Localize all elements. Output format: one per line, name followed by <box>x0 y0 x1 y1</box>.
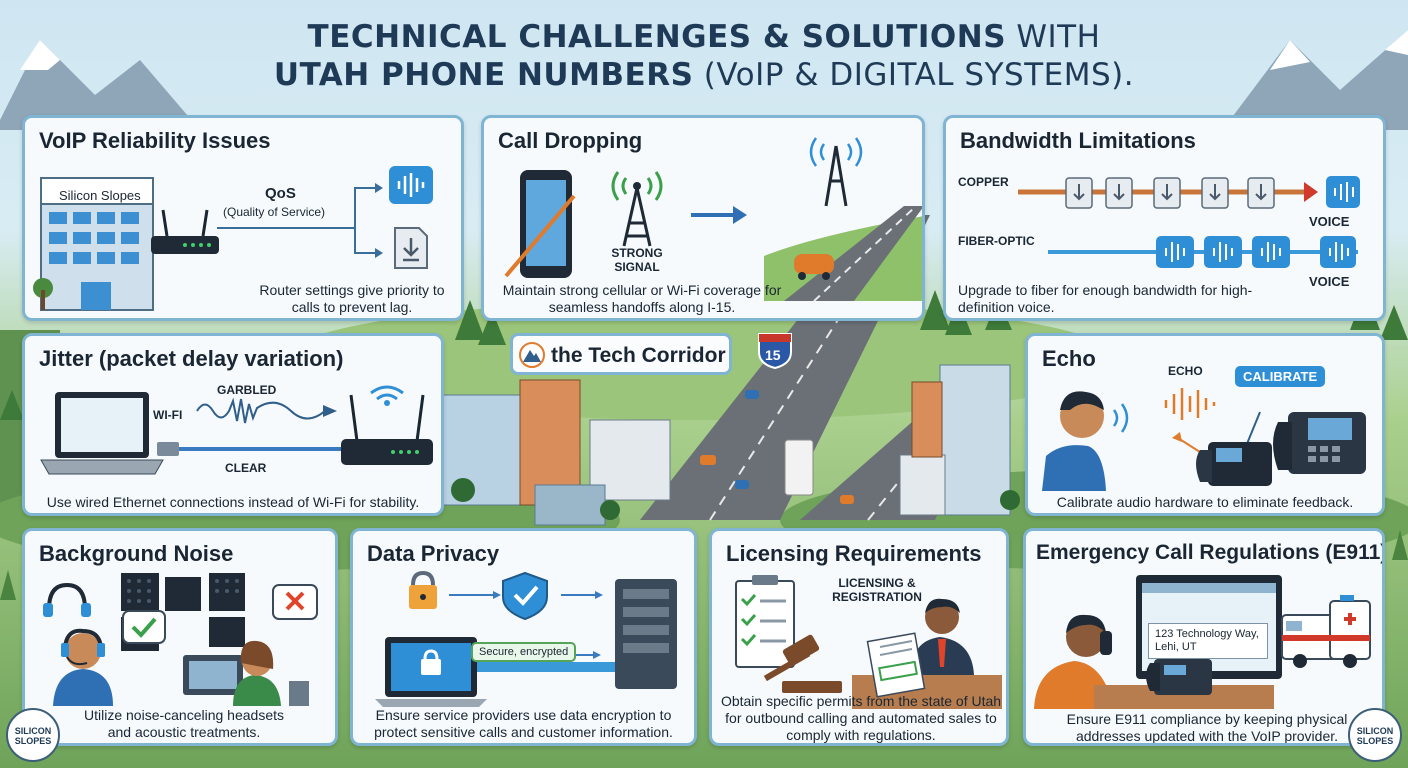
panel-title: VoIP Reliability Issues <box>39 128 271 153</box>
panel-title: Bandwidth Limitations <box>960 128 1196 153</box>
panel-title: Emergency Call Regulations (E911) <box>1036 541 1385 564</box>
address-field: 123 Technology Way, Lehi, UT <box>1148 623 1268 659</box>
wifi-label: WI-FI <box>153 408 183 422</box>
voice-wave-icon <box>389 166 433 204</box>
interstate-shield-icon <box>758 333 792 370</box>
arrow-right-icon <box>691 206 747 224</box>
calibrate-button[interactable]: CALIBRATE <box>1235 366 1326 387</box>
panel-caption: Router settings give priority to calls t… <box>259 282 445 315</box>
highway-scene-icon <box>764 137 922 301</box>
address-line1: 123 Technology Way, <box>1155 628 1259 640</box>
voice-label-1: VOICE <box>1309 214 1350 229</box>
panel-caption: Upgrade to fiber for enough bandwidth fo… <box>958 282 1253 315</box>
privacy-scene-icon <box>375 570 677 707</box>
signal-tower-icon <box>611 171 663 247</box>
voice-label-2: VOICE <box>1309 274 1350 289</box>
page-title: TECHNICAL CHALLENGES & SOLUTIONS WITH UT… <box>0 18 1408 94</box>
licensing-registration-label: LICENSING & REGISTRATION <box>832 576 922 604</box>
wifi-router-icon <box>341 385 433 465</box>
panel-caption: Ensure E911 compliance by keeping physic… <box>1066 711 1348 744</box>
panel-title: Background Noise <box>39 541 234 566</box>
panel-caption: Utilize noise-canceling headsets and aco… <box>84 707 284 740</box>
silicon-slopes-seal-left: SILICON SLOPES <box>6 708 60 762</box>
title-line2: UTAH PHONE NUMBERS <box>273 57 694 93</box>
panel-title: Call Dropping <box>498 128 643 153</box>
person-speaking-icon <box>1042 391 1129 491</box>
signal-label: STRONG SIGNAL <box>611 246 663 274</box>
panel-jitter: Jitter (packet delay variation) GARBLED … <box>22 333 444 516</box>
silicon-slopes-seal-right: SILICON SLOPES <box>1348 708 1402 762</box>
panel-title: Echo <box>1042 346 1096 371</box>
panel-title: Data Privacy <box>367 541 500 566</box>
router-icon <box>151 209 219 254</box>
address-line2: Lehi, UT <box>1155 641 1197 653</box>
seal-text-bottom: SLOPES <box>1356 736 1394 746</box>
ethernet-cable-icon <box>157 442 355 456</box>
echo-label: ECHO <box>1168 364 1203 378</box>
panel-title: Jitter (packet delay variation) <box>39 346 344 371</box>
panel-caption: Calibrate audio hardware to eliminate fe… <box>1056 494 1354 510</box>
tech-corridor-badge: the Tech Corridor <box>510 333 732 375</box>
laptop-icon <box>40 392 164 475</box>
noise-scene-icon <box>43 573 318 706</box>
seal-text-bottom: SLOPES <box>14 736 52 746</box>
qos-sub-label: (Quality of Service) <box>223 205 326 219</box>
panel-e911: Emergency Call Regulations (E911) 123 Te… <box>1023 528 1385 746</box>
title-line1: TECHNICAL CHALLENGES & SOLUTIONS <box>307 19 1007 55</box>
panel-caption: Use wired Ethernet connections instead o… <box>46 494 420 510</box>
echo-wave-icon <box>1164 388 1216 420</box>
copper-label: COPPER <box>958 175 1009 189</box>
panel-voip-reliability: VoIP Reliability Issues Silicon Slopes Q… <box>22 115 464 321</box>
panel-title: Licensing Requirements <box>726 541 982 566</box>
clear-label: CLEAR <box>225 461 267 475</box>
copper-line-diagram <box>1018 176 1360 209</box>
download-file-icon <box>394 227 428 269</box>
licensing-scene-icon <box>735 575 1002 709</box>
garbled-wave-icon <box>196 397 337 424</box>
tech-corridor-label: the Tech Corridor <box>551 344 726 367</box>
fiber-line-diagram <box>1048 236 1358 268</box>
qos-arrows <box>217 183 383 258</box>
title-line2-light: (VoIP & DIGITAL SYSTEMS). <box>693 57 1135 93</box>
qos-label: QoS <box>265 185 296 202</box>
seal-text-top: SILICON <box>1356 726 1394 736</box>
panel-background-noise: Background Noise Utilize noise-canceling… <box>22 528 338 746</box>
panel-bandwidth: Bandwidth Limitations COPPER VOICE FIBER… <box>943 115 1386 321</box>
panel-call-dropping: Call Dropping STRONG SIGNAL Maintain str… <box>481 115 925 321</box>
interstate-number: 15 <box>765 347 781 363</box>
panel-caption: Ensure service providers use data encryp… <box>374 707 673 740</box>
panel-data-privacy: Data Privacy Secure, encrypted Ensure se… <box>350 528 697 746</box>
title-line1-light: WITH <box>1006 19 1101 55</box>
smartphone-dropped-icon <box>504 170 576 278</box>
secure-encrypted-label: Secure, encrypted <box>471 642 577 662</box>
mountain-logo-icon <box>519 342 545 368</box>
panel-licensing: Licensing Requirements LICENSING & REGIS… <box>709 528 1009 746</box>
desk-phone-icon <box>1172 411 1366 486</box>
seal-text-top: SILICON <box>14 726 52 736</box>
building-label: Silicon Slopes <box>59 188 141 203</box>
panel-caption: Maintain strong cellular or Wi-Fi covera… <box>502 282 782 315</box>
panel-caption: Obtain specific permits from the state o… <box>720 693 1002 743</box>
panel-echo: Echo ECHO CALIBRATE Calibrate audio hard… <box>1025 333 1385 516</box>
fiber-label: FIBER-OPTIC <box>958 234 1035 248</box>
garbled-label: GARBLED <box>217 383 277 397</box>
office-building-icon <box>33 177 154 311</box>
